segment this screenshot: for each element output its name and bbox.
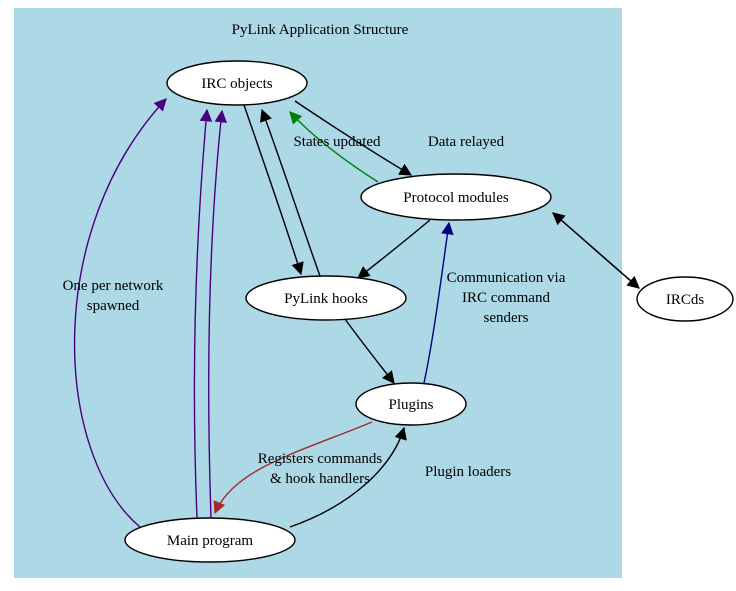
node-protocol-modules: Protocol modules	[360, 173, 552, 221]
node-main-program-label: Main program	[167, 533, 254, 549]
edge-ircds-to-protocol	[552, 212, 640, 289]
edge-label-communication-line3: senders	[484, 310, 529, 326]
node-protocol-modules-label: Protocol modules	[403, 190, 509, 206]
edge-main-to-irc-inner1	[193, 108, 213, 519]
edge-label-registers-line1: Registers commands	[258, 451, 383, 467]
edge-label-states-updated: States updated	[293, 134, 381, 150]
node-irc-objects-label: IRC objects	[201, 76, 272, 92]
edge-irc-to-protocol	[294, 100, 413, 176]
edge-plugins-to-main	[213, 421, 373, 515]
node-pylink-hooks-label: PyLink hooks	[284, 291, 368, 307]
edge-main-to-plugins	[289, 426, 407, 528]
node-plugins: Plugins	[355, 382, 467, 426]
edge-label-registers-line2: & hook handlers	[270, 471, 370, 487]
edge-label-communication-line2: IRC command	[462, 290, 550, 306]
edge-hooks-to-plugins	[344, 318, 395, 384]
diagram-title: PyLink Application Structure	[232, 22, 409, 38]
edge-label-one-per-network-line1: One per network	[63, 278, 164, 294]
node-ircds-label: IRCds	[666, 292, 705, 308]
node-plugins-label: Plugins	[388, 397, 433, 413]
edge-hooks-to-irc	[260, 108, 321, 277]
edge-protocol-to-hooks	[357, 219, 431, 279]
edge-plugins-to-protocol	[423, 221, 454, 384]
edge-main-to-irc-outer	[73, 98, 167, 528]
edge-label-communication-line1: Communication via	[447, 270, 566, 286]
node-pylink-hooks-shape	[245, 275, 407, 321]
node-main-program: Main program	[124, 517, 296, 563]
edge-label-plugin-loaders: Plugin loaders	[425, 464, 511, 480]
edge-label-one-per-network-line2: spawned	[87, 298, 140, 314]
node-ircds: IRCds	[636, 276, 734, 322]
edge-label-data-relayed: Data relayed	[428, 134, 505, 150]
edge-irc-to-hooks	[243, 104, 304, 276]
node-irc-objects: IRC objects	[166, 60, 308, 106]
node-protocol-modules-shape	[360, 173, 552, 221]
node-plugins-shape	[355, 382, 467, 426]
edge-protocol-to-irc	[289, 111, 379, 183]
edge-main-to-irc-inner2	[208, 109, 228, 519]
node-ircds-shape	[636, 276, 734, 322]
node-main-program-shape	[124, 517, 296, 563]
node-irc-objects-shape	[166, 60, 308, 106]
node-pylink-hooks: PyLink hooks	[245, 275, 407, 321]
